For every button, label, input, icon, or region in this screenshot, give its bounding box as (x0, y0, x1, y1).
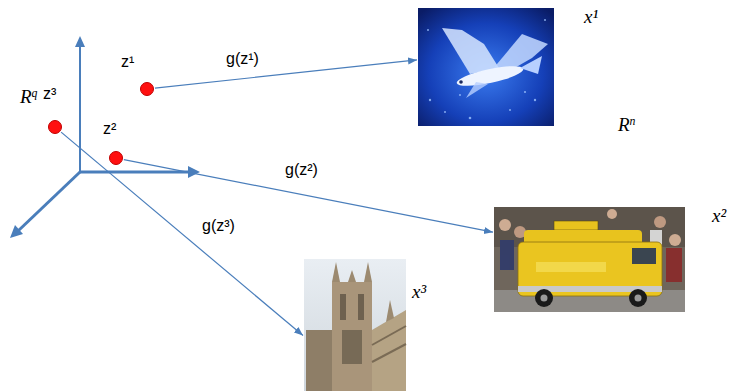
mapping-label: g(z²) (283, 161, 320, 179)
van-photo-part (494, 207, 685, 312)
cathedral-photo-part (372, 310, 406, 391)
coordinate-axes (10, 36, 200, 238)
fish-photo-part (455, 62, 524, 90)
point-label: z³ (43, 85, 56, 103)
van-photo (494, 207, 685, 312)
van-photo-part (536, 262, 606, 272)
latent-point: z¹ (140, 82, 154, 96)
fish-photo-part (466, 82, 488, 98)
cathedral-photo-part (372, 326, 406, 345)
mapping-arrow (61, 132, 303, 335)
fish-photo-part (418, 8, 554, 126)
van-photo-part-part (669, 234, 681, 246)
fish-photo-part-part (534, 99, 536, 101)
mapping-label: g(z¹) (224, 50, 261, 68)
fish-photo-part-part (544, 19, 546, 21)
cathedral-photo-part (342, 330, 362, 364)
cathedral-photo-part (358, 294, 364, 320)
coordinate-axes-part (80, 171, 190, 174)
image-sample: x² (494, 207, 685, 312)
van-photo-part (632, 248, 656, 264)
van-photo-part (541, 295, 548, 302)
sample-label: x³ (412, 281, 426, 303)
cathedral-photo-part (304, 259, 406, 391)
cathedral-photo-part (348, 270, 356, 282)
cathedral-photo-part (306, 330, 332, 391)
fish-photo-part (459, 80, 463, 84)
van-photo-part (629, 289, 647, 307)
point-label: z¹ (121, 53, 134, 71)
mapping-arrow (155, 60, 417, 88)
van-photo-part (518, 242, 662, 296)
cathedral-photo-part (332, 262, 340, 282)
mapping-label: g(z³) (200, 217, 237, 235)
cathedral-photo-part (386, 300, 394, 322)
coordinate-axes-part (10, 225, 23, 238)
space-label: Rn (618, 114, 636, 136)
cathedral-photo-part (364, 262, 372, 282)
mapping-arrow (124, 160, 493, 233)
coordinate-axes-part (75, 36, 85, 47)
fish-photo-part (520, 56, 542, 74)
van-photo-part (635, 295, 642, 302)
cathedral-photo-part (332, 282, 372, 391)
image-sample: x³ (304, 259, 406, 391)
coordinate-axes-part (18, 172, 80, 231)
latent-point: z³ (48, 120, 62, 134)
fish-photo-part-part (459, 94, 461, 96)
space-label: Rq (20, 86, 38, 108)
image-sample: x¹ (418, 8, 554, 126)
fish-photo-part-part (469, 117, 472, 120)
sample-label: x¹ (584, 6, 598, 28)
van-photo-part-part (666, 248, 682, 282)
fish-photo-part (427, 19, 546, 119)
fish-photo-part-part (444, 111, 446, 113)
cathedral-photo (304, 259, 406, 391)
van-photo-part (554, 221, 598, 230)
fish-photo-part (442, 28, 499, 74)
van-photo-part-part (499, 219, 511, 231)
van-photo-part-part (654, 216, 666, 228)
latent-point: z² (109, 151, 123, 165)
cathedral-photo-part (340, 294, 346, 320)
point-label: z² (103, 120, 116, 138)
fish-photo-part-part (429, 99, 431, 101)
van-photo-part-part (500, 240, 514, 270)
fish-photo-part-part (524, 91, 526, 93)
coordinate-axes-part (79, 44, 81, 172)
sample-label: x² (712, 205, 726, 227)
van-photo-part (535, 289, 553, 307)
van-photo-part-part (607, 209, 617, 219)
cathedral-photo-part (372, 344, 406, 362)
fish-photo (418, 8, 554, 126)
fish-photo-part-part (427, 29, 429, 31)
fish-photo-part-part (509, 109, 511, 111)
